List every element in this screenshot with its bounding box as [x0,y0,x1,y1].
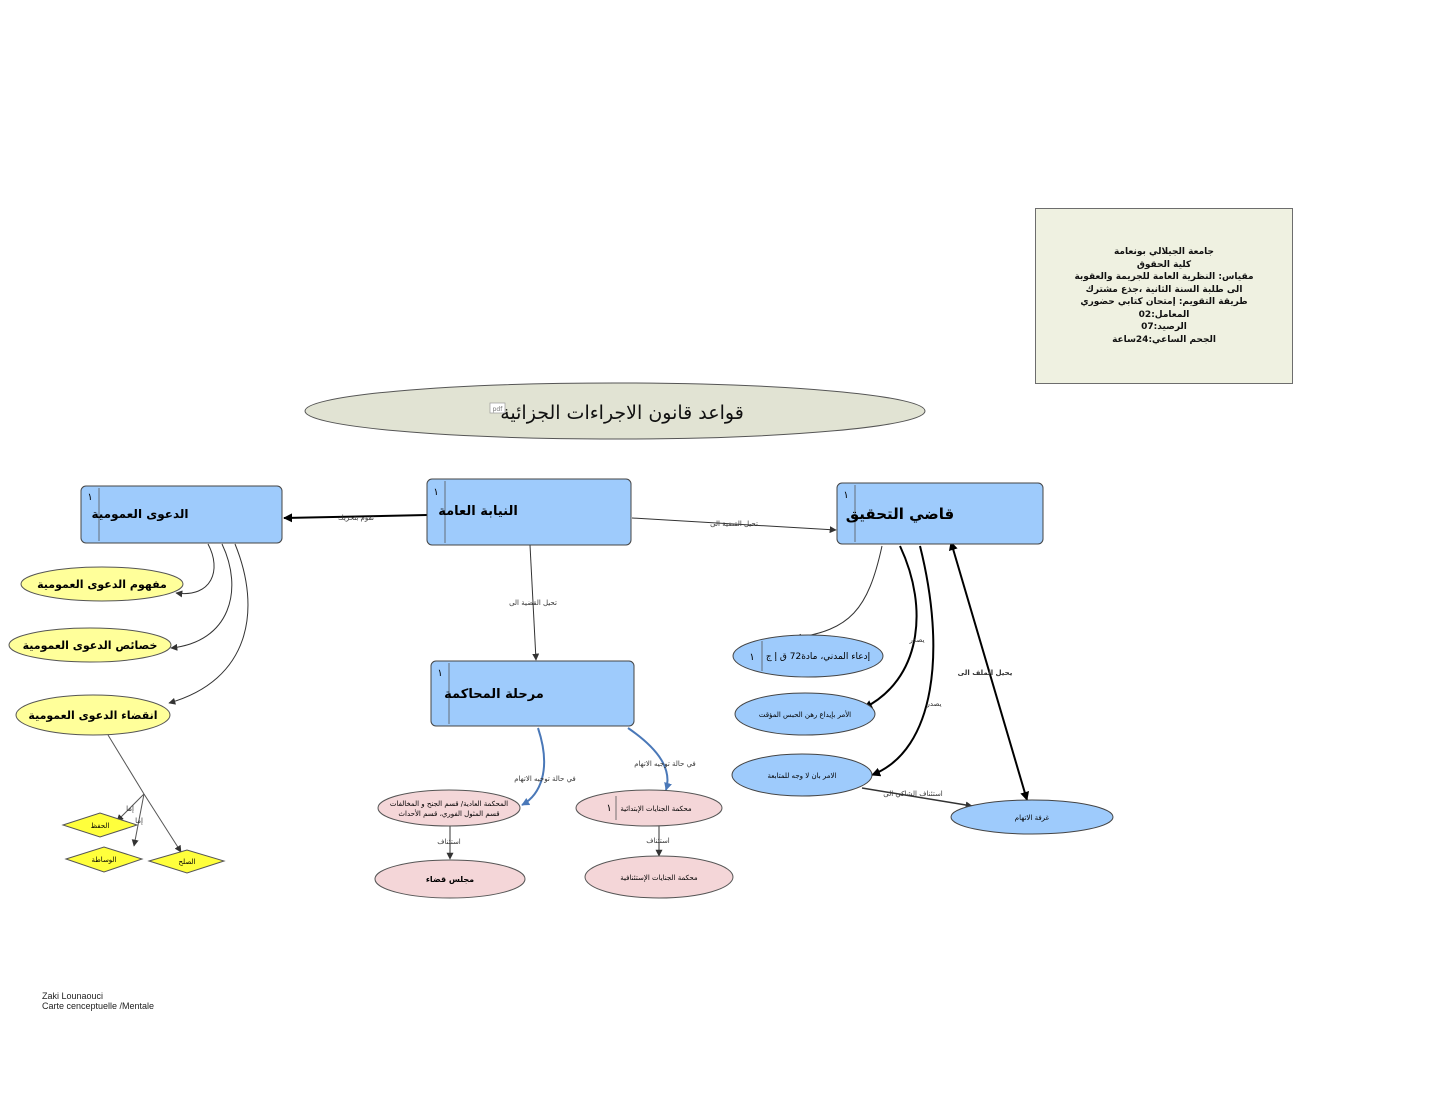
node-ahbas[interactable]: الأمر بإيداع رهن الحبس المؤقت [734,692,876,736]
edge-qadi-madani [794,545,883,641]
edge-qadi-ghurfa [948,541,1030,801]
info-line: المعامل:02 [1138,309,1190,320]
info-line: الجحم الساعي:24ساعة [1112,334,1216,345]
node-hifz-label: الحفظ [91,822,110,830]
pdf-badge: pdf [493,406,504,413]
edge-lawajh-ghurfa [861,787,973,809]
edge-niyaba-dawa [283,513,428,523]
node-madani-label: إدعاء المدني، مادة72 ق إ ج [766,652,870,662]
edge-dawa-khasais [170,543,233,651]
edge-inqida-sulh [143,793,182,853]
node-mark: ١ [606,803,611,814]
edge-niyaba-qadi [631,517,837,534]
edge-dawa-inqida [168,543,249,705]
edge-muhakama-jinayat [627,727,672,791]
node-inqida[interactable]: انقضاء الدعوى العمومية [15,694,171,736]
node-mahkama-label-1: المحكمة العادية/ قسم الجنح و المخالفات [390,800,508,808]
info-line: جامعة الجيلالي بونعامة [1113,247,1215,257]
info-line: الرصيد:07 [1141,322,1187,332]
node-khasais-label: خصائص الدعوى العمومية [23,639,158,652]
node-jinayat-istinafiya[interactable]: محكمة الجنايات الإستئنافية [584,855,734,899]
node-muhakama-label: مرحلة المحاكمة [444,687,544,702]
node-majlis[interactable]: مجلس قضاء [374,859,526,899]
node-ghurfa[interactable]: غرفة الاتهام [950,799,1114,835]
node-ghurfa-label: غرفة الاتهام [1015,814,1050,822]
info-line: طريقة التقويم: إمتحان كتابي حضوري [1080,297,1248,307]
node-dawa[interactable]: ١ الدعوى العمومية [80,485,283,544]
node-qadi[interactable]: ١ قاضي التحقيق [836,482,1044,545]
label-tuhil-muhakama: تحيل القضية الى [509,599,557,607]
label-yuhil-malaf: يحيل الملف الى [958,669,1013,677]
node-jinayat-ibtidaiya-label: محكمة الجنايات الإبتدائية [620,805,692,813]
pdf-icon [489,402,506,414]
author-footer: Zaki Lounaouci Carte cenceptuelle /Menta… [42,991,154,1011]
info-line: مقياس: النظرية العامة للجريمة والعقوبة [1074,272,1254,282]
edge-inqida-wasata [131,793,145,847]
node-muhakama[interactable]: ١ مرحلة المحاكمة [430,660,635,727]
edge-inqida-hifz [116,793,145,822]
node-mark: ١ [433,487,438,498]
title-node[interactable]: قواعد قانون الاجراءات الجزائية pdf [304,382,926,440]
edge-qadi-lawajh [871,545,935,777]
node-qadi-label: قاضي التحقيق [846,505,955,523]
label-imma2: إما [135,817,143,825]
node-jinayat-ibtidaiya[interactable]: ١ محكمة الجنايات الإبتدائية [575,789,723,827]
edge-qadi-ahbas [863,545,918,709]
edge-dawa-mafhum [175,543,215,598]
label-tawjih1: في حالة توجيه الاتهام [514,775,576,783]
node-inqida-label: انقضاء الدعوى العمومية [28,709,157,722]
edges [107,513,1030,860]
label-tuhil-qadi: تحيل القضية الى [710,520,758,528]
edge-labels: تقوم بتحريك تحيل القضية الى تحيل القضية … [126,514,1013,846]
node-majlis-label: مجلس قضاء [426,875,474,885]
info-line: كلية الحقوق [1136,259,1192,270]
node-lawajh-label: الامر بان لا وجه للمتابعة [768,772,837,780]
node-niyaba-label: النيابة العامة [438,504,518,519]
edge-muhakama-mahkama [521,727,546,806]
label-tawjih2: في حالة توجيه الاتهام [634,760,696,768]
label-istinaf2: استئناف [646,837,670,845]
node-ahbas-label: الأمر بإيداع رهن الحبس المؤقت [759,710,851,719]
node-mafhum[interactable]: مفهوم الدعوى العمومية [20,566,184,602]
node-sulh-label: الصلح [179,858,196,866]
footer-caption: Carte cenceptuelle /Mentale [42,1001,155,1011]
node-mahkama-label-2: قسم المثول الفوري، قسم الأحداث [398,809,499,818]
edge-niyaba-muhakama [529,544,540,661]
label-istinaf-shaki: استئناف الشاكي الى [883,790,943,798]
node-mark: ١ [87,492,92,503]
info-line: الى طلبة السنة الثانية ،جذع مشترك [1085,284,1243,295]
node-mark: ١ [437,668,442,679]
label-taqum: تقوم بتحريك [338,514,374,522]
label-istinaf1: استئناف [437,838,461,846]
node-mahkama[interactable]: المحكمة العادية/ قسم الجنح و المخالفات ق… [377,789,521,827]
label-imma1: إما [126,805,134,813]
title-text: قواعد قانون الاجراءات الجزائية [500,402,744,424]
node-lawajh[interactable]: الامر بان لا وجه للمتابعة [731,753,873,797]
node-mafhum-label: مفهوم الدعوى العمومية [37,578,167,591]
node-madani[interactable]: ١ إدعاء المدني، مادة72 ق إ ج [732,634,884,678]
course-info-box[interactable]: جامعة الجيلالي بونعامة كلية الحقوق مقياس… [1035,208,1293,384]
node-wasata[interactable]: الوساطة [64,846,144,873]
node-mark: ١ [843,490,848,501]
node-dawa-label: الدعوى العمومية [91,507,188,522]
label-yusdir1: يصدر [908,636,924,644]
node-mark: ١ [749,652,754,663]
footer-author: Zaki Lounaouci [42,991,104,1001]
node-khasais[interactable]: خصائص الدعوى العمومية [8,627,172,663]
label-yusdir2: يصدر [925,700,941,708]
node-niyaba[interactable]: ١ النيابة العامة [426,478,632,546]
node-hifz[interactable]: الحفظ [61,812,139,838]
node-sulh[interactable]: الصلح [147,849,226,874]
node-jinayat-istinafiya-label: محكمة الجنايات الإستئنافية [620,874,698,882]
edge-inqida-split [107,734,145,795]
node-wasata-label: الوساطة [91,856,116,864]
